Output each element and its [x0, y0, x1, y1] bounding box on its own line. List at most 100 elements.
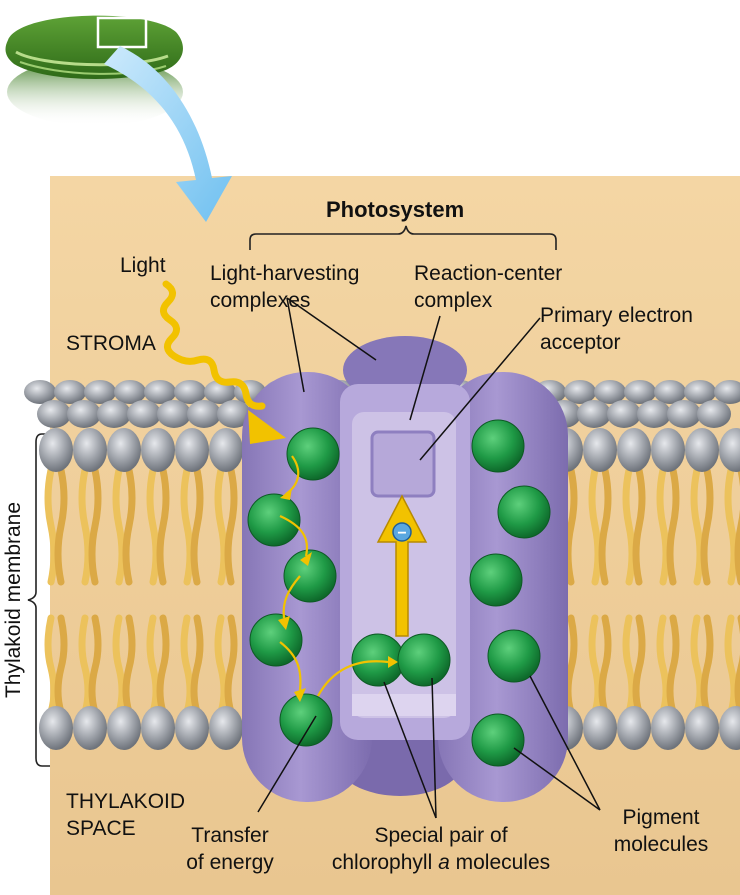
- lipid-tail: [224, 614, 238, 716]
- lipid-head: [209, 428, 243, 472]
- lipid-tail: [44, 614, 58, 716]
- lipid-head: [651, 428, 685, 472]
- lipid-head: [651, 706, 685, 750]
- special-pair-text-a: chlorophyll: [331, 851, 439, 874]
- lipid-tail: [112, 466, 126, 586]
- special-pair-line2: chlorophyll a molecules: [300, 849, 582, 876]
- lipid-head: [719, 706, 740, 750]
- primary-electron-acceptor: [370, 430, 436, 498]
- lipid-head: [594, 380, 626, 404]
- lipid-tail: [598, 614, 612, 716]
- lipid-tail: [156, 466, 170, 586]
- lipid-head: [39, 428, 73, 472]
- reaction-center-label: Reaction-center complex: [414, 260, 562, 314]
- lipid-head: [67, 400, 101, 428]
- primary-acceptor-label: Primary electron acceptor: [540, 302, 693, 356]
- lipid-head: [84, 380, 116, 404]
- membrane-bracket: [27, 433, 50, 767]
- pigment-molecule: [283, 549, 337, 603]
- lipid-tail: [190, 614, 204, 716]
- transfer-line1: Transfer: [191, 824, 269, 847]
- pigment-group: [247, 419, 551, 767]
- light-arrow: [160, 280, 266, 410]
- lipid-tail: [224, 466, 238, 586]
- lipid-tail: [122, 466, 136, 586]
- zoom-arrow: [104, 46, 232, 222]
- lipid-tail: [214, 614, 228, 716]
- lipid-head: [107, 428, 141, 472]
- lipid-tail: [588, 466, 602, 586]
- pigment-molecule: [247, 493, 301, 547]
- lipid-head: [685, 428, 719, 472]
- thylakoid-membrane-label: Thylakoid membrane: [2, 501, 25, 699]
- energy-arrowheads: [278, 488, 398, 702]
- electron-symbol: −: [397, 525, 406, 542]
- lipid-tail: [632, 466, 646, 586]
- pigment-line1: Pigment: [622, 806, 700, 829]
- pigment-molecule: [471, 419, 525, 473]
- pigment-molecule: [249, 613, 303, 667]
- lipid-tail: [734, 466, 740, 586]
- callout-lines: [257, 297, 601, 819]
- lipid-tail: [690, 466, 704, 586]
- lipid-head: [217, 400, 251, 428]
- lipid-head: [204, 380, 236, 404]
- pigment-line2: molecules: [613, 833, 709, 856]
- lipid-head: [144, 380, 176, 404]
- lipid-tail: [88, 614, 102, 716]
- lipid-head: [654, 380, 686, 404]
- transfer-line2: of energy: [186, 851, 274, 874]
- light-label: Light: [120, 254, 166, 277]
- lipid-tail: [122, 614, 136, 716]
- lipid-tail: [78, 614, 92, 716]
- lipid-head: [583, 428, 617, 472]
- lipid-head: [37, 400, 71, 428]
- lipid-tail: [666, 466, 680, 586]
- lipid-head: [114, 380, 146, 404]
- thylakoid-space-line2: SPACE: [66, 817, 136, 840]
- lipid-tail: [146, 614, 160, 716]
- lipid-tail: [156, 614, 170, 716]
- lipid-tail: [588, 614, 602, 716]
- lipid-head: [141, 706, 175, 750]
- lipid-tail: [54, 614, 68, 716]
- lipid-tail: [666, 614, 680, 716]
- lipid-head: [583, 706, 617, 750]
- lipid-head: [97, 400, 131, 428]
- lipid-tail: [734, 614, 740, 716]
- thylakoid-space-line1: THYLAKOID: [66, 790, 186, 813]
- lipid-head: [714, 380, 740, 404]
- light-harvesting-line2: complexes: [210, 289, 311, 312]
- lipid-tail: [214, 466, 228, 586]
- lipid-tail: [700, 614, 714, 716]
- lipid-tail: [724, 466, 738, 586]
- lipid-head: [73, 428, 107, 472]
- lipid-head: [685, 706, 719, 750]
- lipid-head: [39, 706, 73, 750]
- lipid-head: [617, 428, 651, 472]
- lipid-head: [577, 400, 611, 428]
- lipid-head: [54, 380, 86, 404]
- lipid-tail: [180, 466, 194, 586]
- lipid-head: [209, 706, 243, 750]
- lipid-head: [174, 380, 206, 404]
- lipid-tail: [564, 614, 578, 716]
- electron: [392, 522, 412, 542]
- lipid-head: [175, 706, 209, 750]
- lipid-tail: [78, 466, 92, 586]
- lipid-tail: [700, 466, 714, 586]
- lipid-tail: [656, 614, 670, 716]
- light-harvesting-label: Light-harvesting complexes: [210, 260, 359, 314]
- lipid-tail: [88, 466, 102, 586]
- reaction-center-line1: Reaction-center: [414, 262, 563, 285]
- lipid-head: [684, 380, 716, 404]
- lipid-head: [719, 428, 740, 472]
- lipid-head: [617, 706, 651, 750]
- special-pair-italic-a: a: [438, 851, 450, 874]
- lipid-tail: [724, 614, 738, 716]
- special-pair-text-c: molecules: [449, 851, 551, 874]
- chloroplast-thumbnail: [5, 15, 183, 126]
- lipid-tail: [112, 614, 126, 716]
- special-pair-label: Special pair of chlorophyll a molecules: [300, 822, 582, 876]
- lipid-head: [107, 706, 141, 750]
